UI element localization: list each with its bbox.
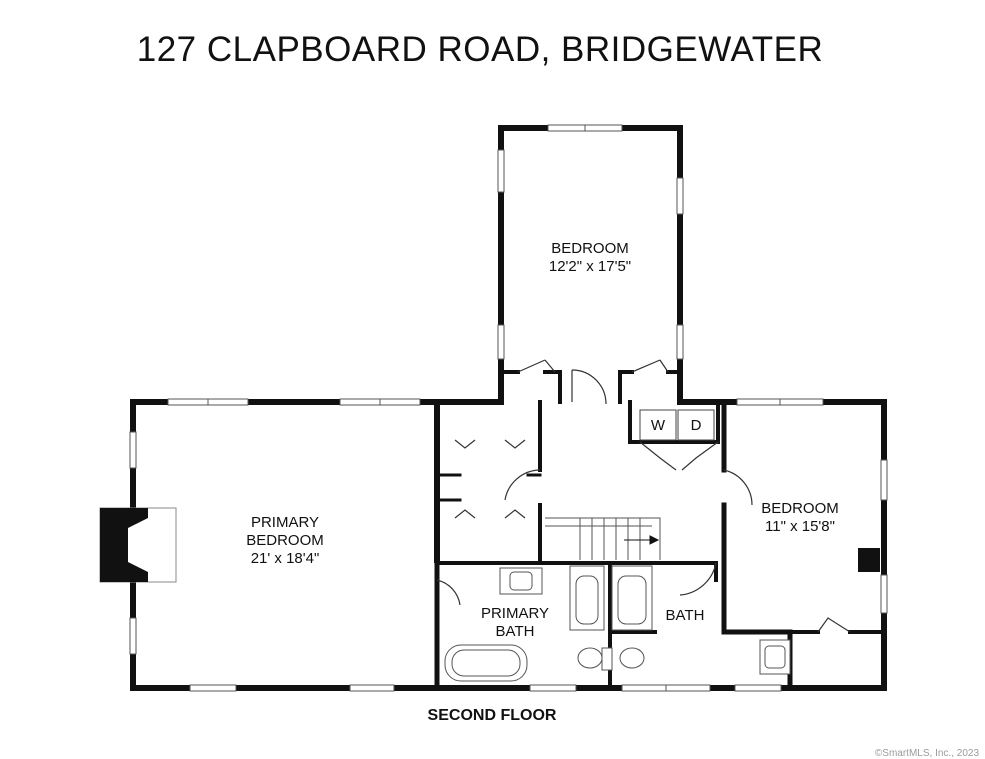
room-name: BEDROOM [761,500,839,517]
room-label-bedroom-top: BEDROOM 12'2" x 17'5" [500,240,680,276]
windows [129,124,888,692]
dryer-label: D [690,417,702,434]
doors [436,359,851,633]
copyright-credit: ©SmartMLS, Inc., 2023 [874,748,979,759]
room-size: 12'2" x 17'5" [548,258,632,275]
stairs [545,517,661,560]
walls [130,125,887,691]
room-name-line2: BEDROOM [246,532,324,549]
room-label-bath: BATH [665,607,705,624]
chimney-icon [858,548,880,572]
room-label-primary-bedroom: PRIMARY BEDROOM 21' x 18'4" [200,514,370,568]
plan-title: 127 CLAPBOARD ROAD, BRIDGEWATER [136,30,824,69]
bath-fixtures [444,565,791,682]
room-size: 21' x 18'4" [250,550,320,567]
laundry [639,409,715,441]
floor-label: SECOND FLOOR [427,707,557,724]
room-name-line1: PRIMARY [480,605,550,622]
washer-label: W [650,417,666,434]
room-label-bedroom-right: BEDROOM 11" x 15'8" [730,500,870,536]
fireplace-icon [99,507,177,583]
room-label-primary-bath: PRIMARY BATH [470,605,560,641]
room-name-line2: BATH [495,623,535,640]
room-size: 11" x 15'8" [765,518,835,535]
room-name-line1: PRIMARY [250,514,320,531]
room-name: BEDROOM [551,240,629,257]
